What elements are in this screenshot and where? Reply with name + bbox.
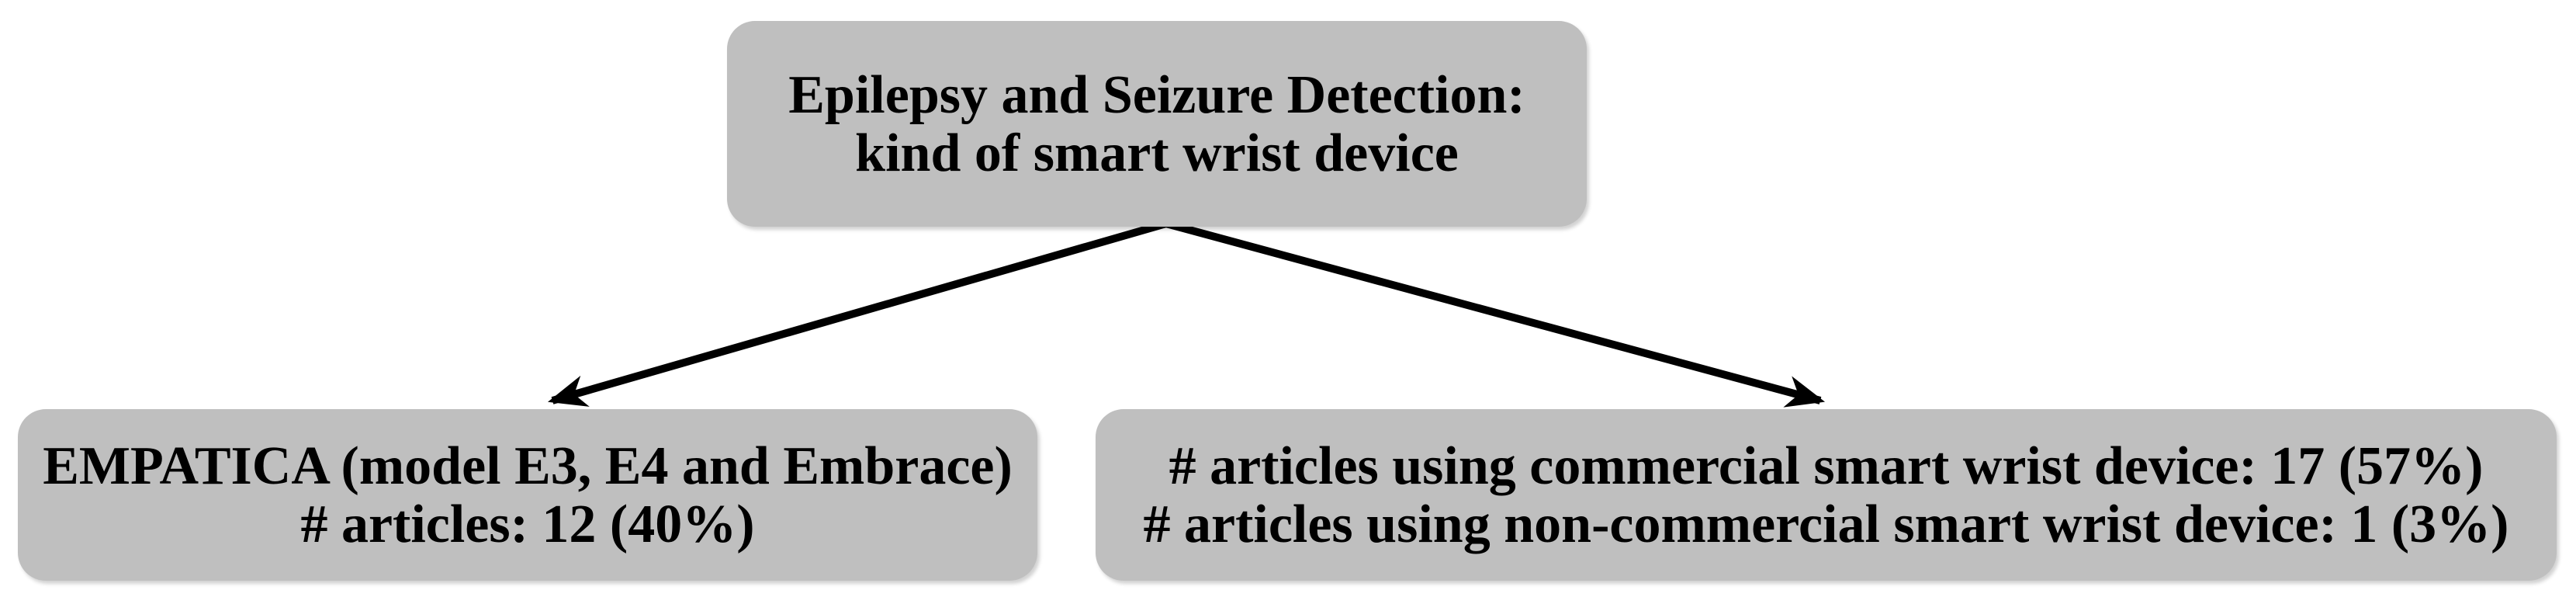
edge-root-to-left-arrow (547, 220, 1168, 407)
child-node-commercial-breakdown: # articles using commercial smart wrist … (1096, 409, 2557, 581)
root-node-epilepsy-seizure-detection: Epilepsy and Seizure Detection: kind of … (727, 21, 1587, 227)
non-commercial-device-article-count: # articles using non-commercial smart wr… (1143, 494, 2509, 554)
empatica-node-label: EMPATICA (model E3, E4 and Embrace) (43, 436, 1013, 496)
empatica-node-article-count: # articles: 12 (40%) (300, 494, 755, 554)
root-node-title-line2: kind of smart wrist device (855, 123, 1459, 183)
child-node-empatica: EMPATICA (model E3, E4 and Embrace) # ar… (18, 409, 1037, 581)
edge-root-to-right-arrow (1165, 220, 1826, 408)
root-node-title-line1: Epilepsy and Seizure Detection: (788, 64, 1525, 125)
commercial-device-article-count: # articles using commercial smart wrist … (1169, 436, 2484, 496)
